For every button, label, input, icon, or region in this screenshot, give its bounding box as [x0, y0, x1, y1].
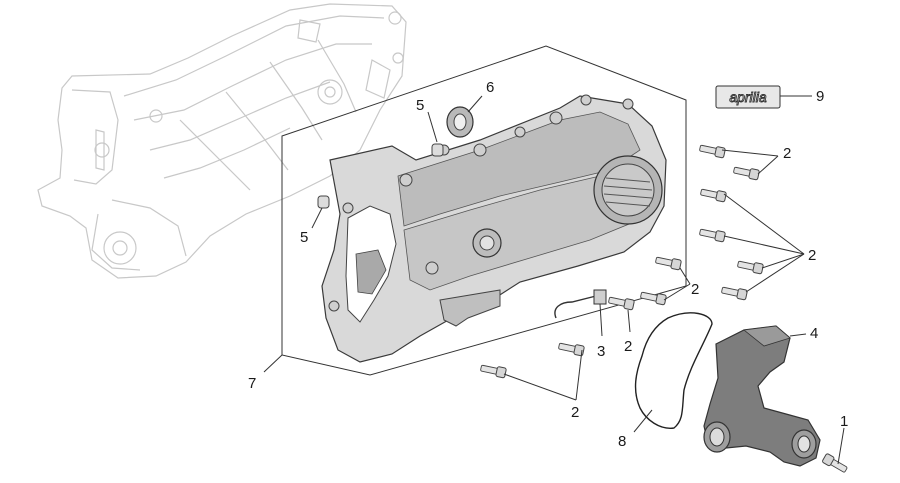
- gasket: [634, 312, 713, 429]
- spring-clip: [554, 289, 607, 319]
- callout-5-upper: 5: [416, 97, 424, 114]
- callout-5-lower: 5: [300, 229, 308, 246]
- callout-2-lower: 2: [571, 404, 579, 421]
- oil-seal: [446, 106, 474, 138]
- callout-7: 7: [248, 375, 256, 392]
- leader-lines: [263, 95, 845, 465]
- bolt-group-lower: [479, 340, 585, 379]
- callout-4: 4: [810, 325, 818, 342]
- air-intake-manifold: [703, 325, 821, 467]
- callout-6: 6: [486, 79, 494, 96]
- bolt-manifold: [821, 452, 849, 475]
- bolt-single-center: [607, 294, 635, 311]
- callout-9: 9: [816, 88, 824, 105]
- brand-plate-text: aprilia: [729, 89, 767, 105]
- ghost-crankcase: [37, 3, 407, 279]
- callout-3: 3: [597, 343, 605, 360]
- brand-plate: aprilia: [715, 85, 781, 109]
- dowel-pin-upper: [431, 143, 444, 157]
- callout-2-right: 2: [808, 247, 816, 264]
- callout-2-center: 2: [691, 281, 699, 298]
- callout-2-single: 2: [624, 338, 632, 355]
- callout-1: 1: [840, 413, 848, 430]
- callout-2-upper-right: 2: [783, 145, 791, 162]
- callout-8: 8: [618, 433, 626, 450]
- dowel-pin-lower: [317, 195, 330, 209]
- transmission-cover: [321, 94, 667, 363]
- callout-labels: 9 6 5 5 2 2 2 2 2 3 4 1 8 7: [248, 79, 848, 450]
- bolt-group-upper-right: [698, 142, 760, 181]
- bolt-group-right: [698, 186, 764, 301]
- bolt-group-center: [639, 254, 682, 306]
